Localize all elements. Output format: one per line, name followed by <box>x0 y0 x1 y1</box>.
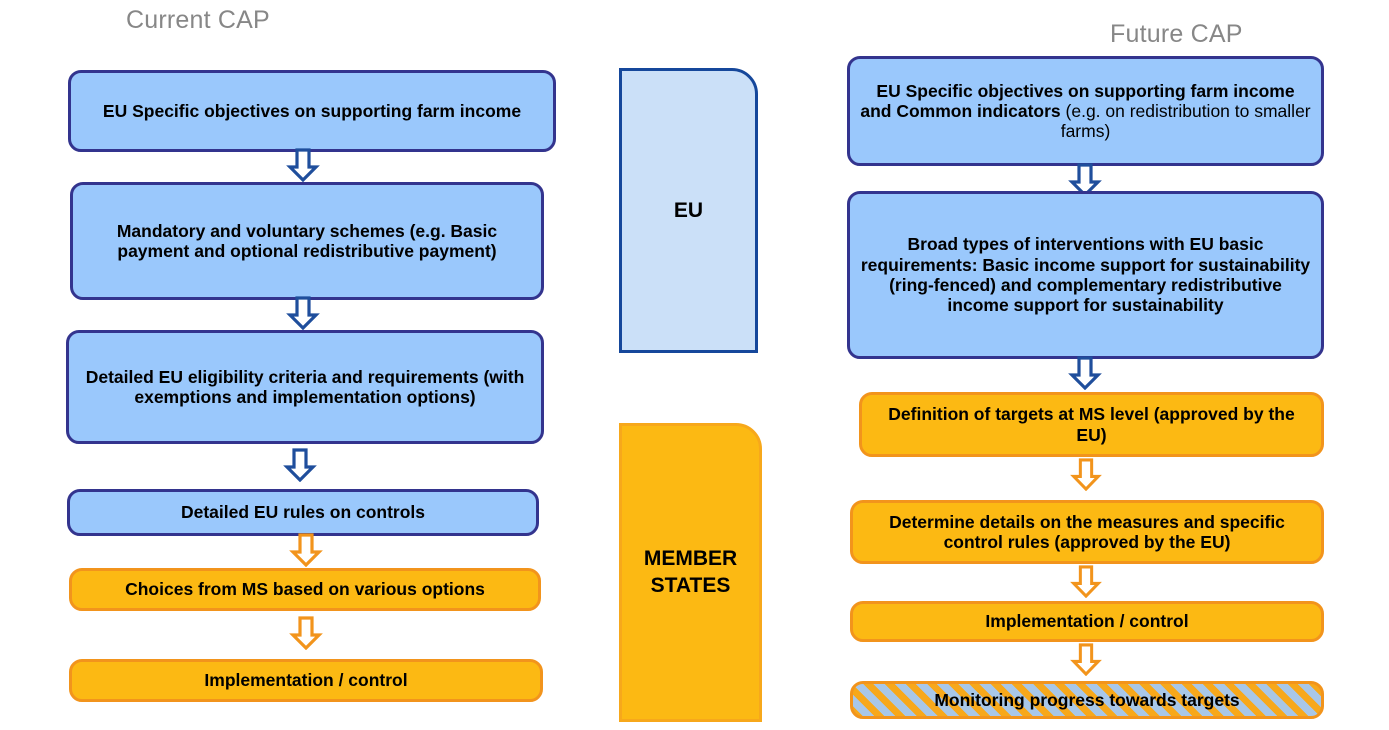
arrow-down-icon <box>283 448 317 482</box>
box-left-schemes[interactable]: Mandatory and voluntary schemes (e.g. Ba… <box>70 182 544 300</box>
box-left-eligibility[interactable]: Detailed EU eligibility criteria and req… <box>66 330 544 444</box>
box-right-monitoring[interactable]: Monitoring progress towards targets <box>850 681 1324 719</box>
arrow-down-icon <box>1070 643 1102 676</box>
arrow-down-icon <box>289 616 323 650</box>
pillar-label-line2: STATES <box>650 573 731 597</box>
arrow-down-icon <box>289 533 323 567</box>
box-label: Detailed EU rules on controls <box>180 502 426 523</box>
box-label-normal: (e.g. on redistribution to smaller farms… <box>1060 100 1311 142</box>
arrow-down-icon <box>286 296 320 330</box>
box-label: Implementation / control <box>204 670 408 691</box>
pillar-label: EU <box>673 198 704 222</box>
arrow-down-icon <box>1070 565 1102 598</box>
box-right-measure-details[interactable]: Determine details on the measures and sp… <box>850 500 1324 564</box>
column-title-current-cap: Current CAP <box>126 6 270 34</box>
arrow-down-icon <box>1068 356 1102 390</box>
box-label: Definition of targets at MS level (appro… <box>888 404 1295 445</box>
box-right-implementation[interactable]: Implementation / control <box>850 601 1324 642</box>
box-right-broad-interventions[interactable]: Broad types of interventions with EU bas… <box>847 191 1324 359</box>
box-label: Monitoring progress towards targets <box>934 689 1240 710</box>
box-label: Choices from MS based on various options <box>125 579 485 600</box>
box-right-targets-ms-level[interactable]: Definition of targets at MS level (appro… <box>859 392 1324 457</box>
box-left-eu-objectives[interactable]: EU Specific objectives on supporting far… <box>68 70 556 152</box>
box-left-implementation[interactable]: Implementation / control <box>69 659 543 702</box>
box-right-eu-objectives-indicators[interactable]: EU Specific objectives on supporting far… <box>847 56 1324 166</box>
box-left-controls[interactable]: Detailed EU rules on controls <box>67 489 539 536</box>
box-label: Mandatory and voluntary schemes (e.g. Ba… <box>116 220 498 261</box>
box-label: EU Specific objectives on supporting far… <box>102 100 522 121</box>
arrow-down-icon <box>1070 458 1102 491</box>
box-label: EU Specific objectives on supporting far… <box>850 81 1321 142</box>
box-label: Broad types of interventions with EU bas… <box>860 234 1311 316</box>
pillar-eu: EU <box>619 68 758 353</box>
box-label-bold: EU Specific objectives on supporting far… <box>860 80 1295 121</box>
pillar-label-line1: MEMBER <box>643 547 738 571</box>
arrow-down-icon <box>1068 163 1102 197</box>
pillar-label: MEMBER STATES <box>644 546 737 599</box>
box-label: Implementation / control <box>985 611 1189 632</box>
box-label: Detailed EU eligibility criteria and req… <box>85 366 525 407</box>
arrow-down-icon <box>286 148 320 182</box>
box-left-ms-choices[interactable]: Choices from MS based on various options <box>69 568 541 611</box>
column-title-future-cap: Future CAP <box>1110 20 1243 48</box>
box-label: Determine details on the measures and sp… <box>889 511 1285 552</box>
pillar-member-states: MEMBER STATES <box>619 423 762 722</box>
